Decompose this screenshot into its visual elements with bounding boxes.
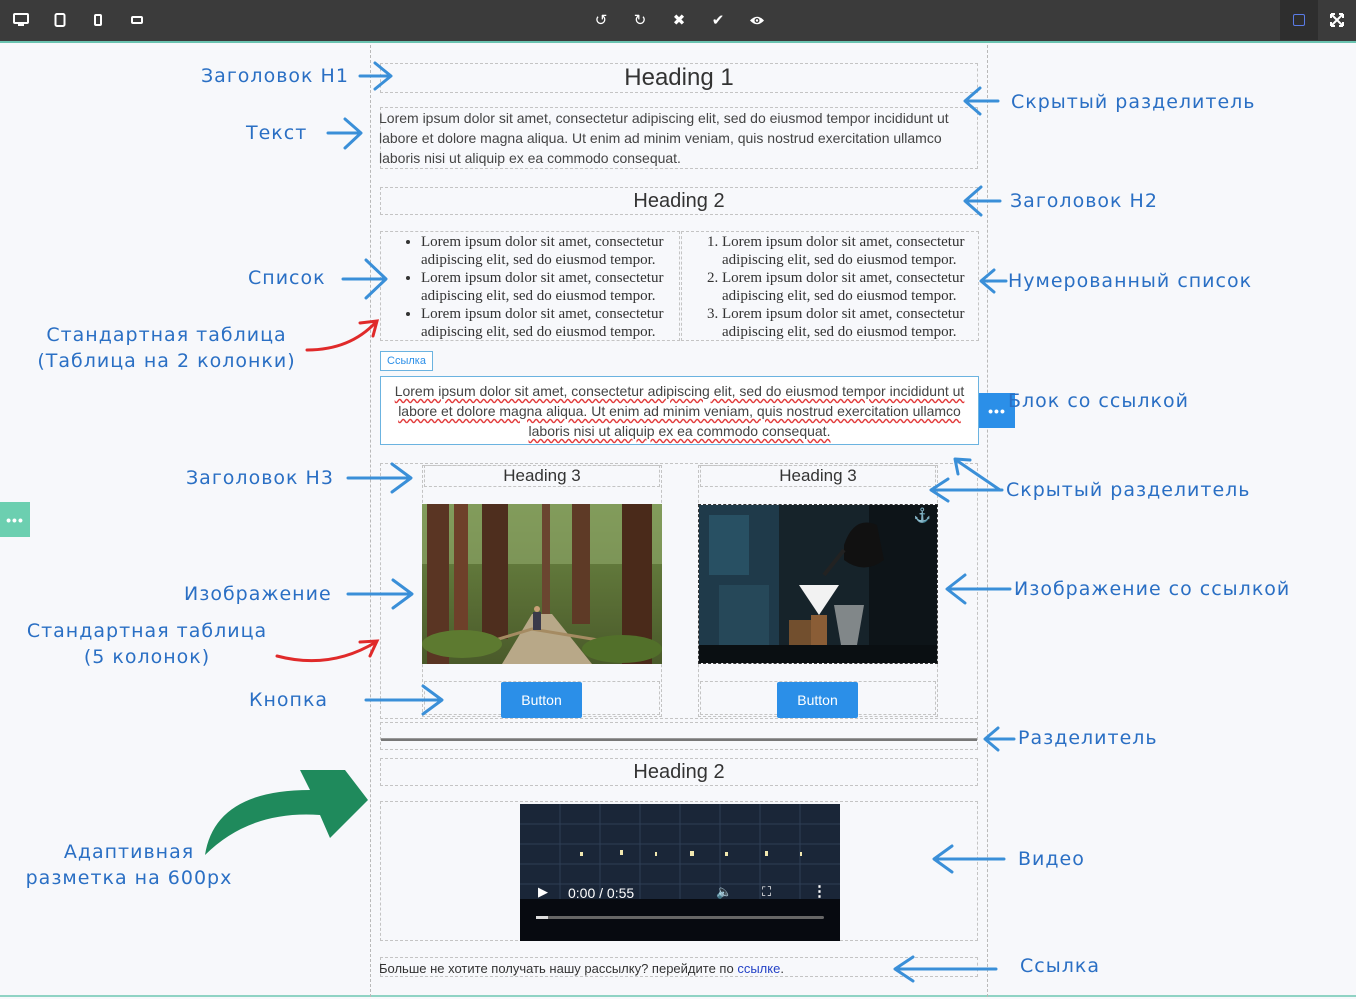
link-block-handle-button[interactable]: •••: [979, 393, 1015, 428]
footer-text: Больше не хотите получать нашу рассылку?…: [379, 961, 784, 976]
anchor-icon: ⚓: [913, 507, 931, 523]
bullet-list-block[interactable]: Lorem ipsum dolor sit amet, consectetur …: [380, 231, 680, 341]
annotation-std-table-5-line2: (5 колонок): [83, 646, 211, 668]
link-block-text-content: Lorem ipsum dolor sit amet, consectetur …: [394, 383, 965, 439]
volume-icon[interactable]: 🔈: [716, 884, 733, 899]
annotation-divider: Разделитель: [1018, 727, 1158, 749]
close-icon[interactable]: ✖: [672, 11, 686, 29]
divider-line: [381, 738, 977, 741]
arrow-text: [326, 117, 363, 150]
annotation-link-block: Блок со ссылкой: [1008, 390, 1189, 412]
canvas-bottom-border: [0, 995, 1356, 997]
fullscreen-video-icon[interactable]: ⛶: [762, 884, 772, 899]
annotation-list: Список: [248, 267, 326, 289]
annotation-link: Ссылка: [1020, 955, 1100, 977]
annotation-std-table-2: Стандартная таблица (Таблица на 2 колонк…: [34, 322, 299, 374]
numbered-list: Lorem ipsum dolor sit amet, consectetur …: [682, 232, 978, 341]
redo-icon[interactable]: ↻: [633, 11, 647, 29]
fullscreen-icon[interactable]: [1318, 0, 1356, 40]
arrow-std-table-5: [275, 639, 380, 663]
email-canvas: Heading 1 Lorem ipsum dolor sit amet, co…: [370, 45, 988, 997]
annotation-video: Видео: [1018, 848, 1085, 870]
square-icon[interactable]: [1280, 0, 1318, 40]
annotation-std-table-5-line1: Стандартная таблица: [26, 620, 268, 642]
divider-block[interactable]: [380, 722, 978, 750]
annotation-text: Текст: [246, 122, 308, 144]
annotation-image-link: Изображение со ссылкой: [1014, 578, 1291, 600]
unsubscribe-text: Больше не хотите получать нашу рассылку?…: [379, 961, 738, 976]
text-block[interactable]: Lorem ipsum dolor sit amet, consectetur …: [379, 107, 978, 169]
annotation-std-table-2-line2: (Таблица на 2 колонки): [37, 350, 296, 372]
list-item: Lorem ipsum dolor sit amet, consectetur …: [421, 305, 679, 341]
arrow-divider: [983, 726, 1016, 752]
annotation-hidden-divider-mid: Скрытый разделитель: [1006, 479, 1251, 501]
unsubscribe-link[interactable]: ссылке: [737, 961, 781, 976]
annotation-h1: Заголовок H1: [201, 65, 349, 87]
footer-block: [380, 957, 978, 977]
heading1: Heading 1: [624, 64, 734, 91]
heading3-block[interactable]: Heading 3: [700, 465, 936, 487]
annotation-h2: Заголовок H2: [1010, 190, 1158, 212]
eye-icon[interactable]: [738, 0, 776, 40]
list-item: Lorem ipsum dolor sit amet, consectetur …: [722, 233, 978, 269]
five-column-table[interactable]: [380, 463, 978, 719]
annotation-std-table-5: Стандартная таблица (5 колонок): [22, 618, 272, 670]
annotation-h3: Заголовок H3: [186, 467, 334, 489]
video-time: 0:00 / 0:55: [568, 885, 635, 901]
mobile-landscape-icon[interactable]: [118, 0, 156, 40]
numbered-list-block[interactable]: Lorem ipsum dolor sit amet, consectetur …: [681, 231, 979, 341]
heading2-block[interactable]: Heading 2: [380, 758, 978, 786]
mobile-icon[interactable]: [79, 0, 117, 40]
button-right[interactable]: Button: [777, 682, 858, 718]
list-item: Lorem ipsum dolor sit amet, consectetur …: [421, 233, 679, 269]
check-icon[interactable]: ✔: [711, 11, 725, 29]
annotation-adaptive-line1: Адаптивная: [63, 841, 195, 863]
annotation-adaptive: Адаптивная разметка на 600px: [24, 839, 234, 891]
annotation-numbered-list: Нумерованный список: [1008, 270, 1253, 292]
heading2-block[interactable]: Heading 2: [380, 187, 978, 215]
heading2-top: Heading 2: [633, 190, 725, 212]
play-icon[interactable]: ▶: [538, 884, 548, 899]
link-block-text: Lorem ipsum dolor sit amet, consectetur …: [381, 377, 978, 445]
editor-toolbar: ↺ ↻ ✖ ✔: [0, 0, 1356, 43]
intro-text: Lorem ipsum dolor sit amet, consectetur …: [379, 110, 949, 166]
more-options-icon[interactable]: ⋮: [812, 883, 827, 900]
undo-icon[interactable]: ↺: [594, 11, 608, 29]
heading3-right: Heading 3: [779, 466, 857, 485]
bullet-list: Lorem ipsum dolor sit amet, consectetur …: [381, 232, 679, 341]
coffee-image[interactable]: ⚓: [698, 504, 938, 664]
forest-image[interactable]: [422, 504, 662, 664]
annotation-adaptive-line2: разметка на 600px: [25, 867, 233, 889]
annotation-image: Изображение: [184, 583, 332, 605]
video-player[interactable]: ▶ 0:00 / 0:55 🔈 ⛶ ⋮: [520, 804, 840, 941]
heading2-bottom: Heading 2: [633, 761, 725, 783]
list-item: Lorem ipsum dolor sit amet, consectetur …: [722, 305, 978, 341]
list-item: Lorem ipsum dolor sit amet, consectetur …: [722, 269, 978, 305]
desktop-icon[interactable]: [2, 0, 40, 40]
arrow-std-table-2: [305, 319, 380, 352]
list-item: Lorem ipsum dolor sit amet, consectetur …: [421, 269, 679, 305]
button-left[interactable]: Button: [501, 682, 582, 718]
heading3-block[interactable]: Heading 3: [424, 465, 660, 487]
annotation-button: Кнопка: [249, 689, 329, 711]
heading3-left: Heading 3: [503, 466, 581, 485]
annotation-hidden-divider-top: Скрытый разделитель: [1011, 91, 1256, 113]
footer-period: .: [780, 961, 784, 976]
link-block-tag: Ссылка: [380, 351, 433, 371]
heading1-block[interactable]: Heading 1: [380, 63, 978, 93]
video-progress-bar[interactable]: [536, 916, 824, 919]
link-block[interactable]: Lorem ipsum dolor sit amet, consectetur …: [380, 376, 979, 445]
tablet-icon[interactable]: [41, 0, 79, 40]
row-handle-button[interactable]: •••: [0, 502, 30, 537]
annotation-std-table-2-line1: Стандартная таблица: [46, 324, 287, 346]
